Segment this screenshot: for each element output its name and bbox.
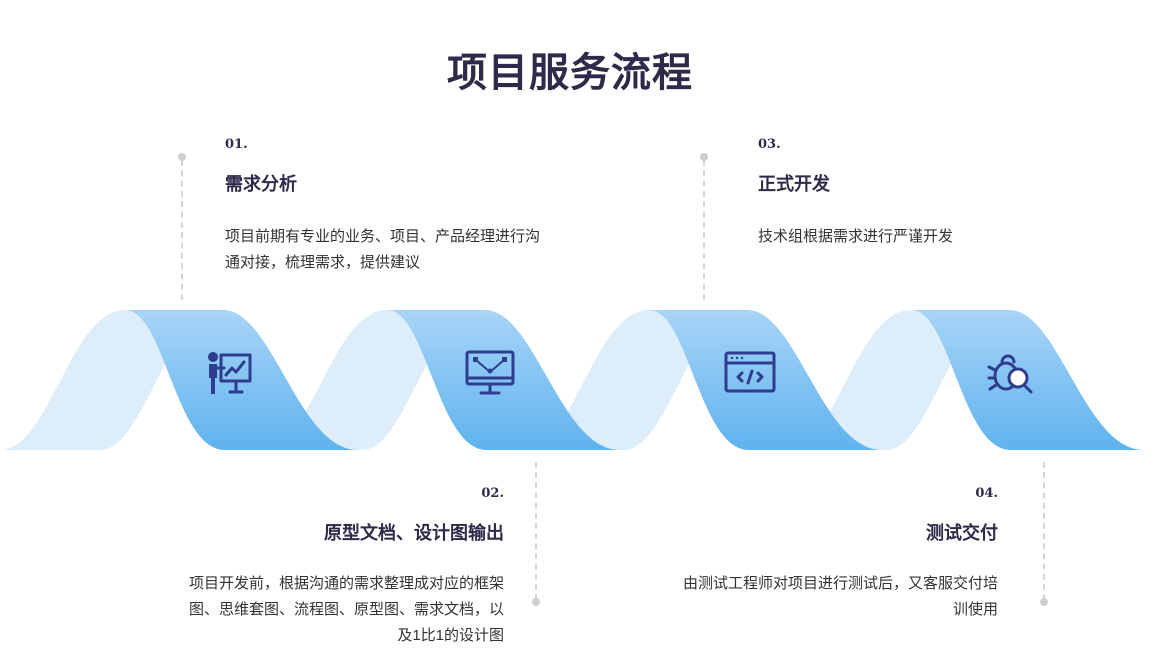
ribbon-dark-segment [649, 310, 882, 450]
ribbon-dark-segment [387, 310, 620, 450]
connector-line-step-4 [1043, 462, 1045, 600]
presentation-icon [204, 348, 256, 400]
step-4: 04. 测试交付 由测试工程师对项目进行测试后，又客服交付培 训使用 [600, 486, 998, 623]
step-1: 01. 需求分析 项目前期有专业的业务、项目、产品经理进行沟 通对接，梳理需求，… [225, 137, 605, 276]
step-title: 测试交付 [926, 523, 998, 544]
step-number: 03. [758, 137, 781, 152]
connector-dot-step-1 [178, 153, 186, 161]
step-number: 04. [975, 486, 998, 501]
code-window-icon [724, 347, 776, 399]
step-description: 项目前期有专业的业务、项目、产品经理进行沟 通对接，梳理需求，提供建议 [225, 228, 541, 271]
step-2: 02. 原型文档、设计图输出 项目开发前，根据沟通的需求整理成对应的框架 图、思… [100, 486, 504, 649]
page-title: 项目服务流程 [447, 49, 693, 96]
bug-search-icon [986, 348, 1038, 400]
connector-line-step-1 [181, 160, 183, 300]
connector-dot-step-2 [532, 598, 540, 606]
step-description: 由测试工程师对项目进行测试后，又客服交付培 训使用 [682, 575, 998, 618]
step-description: 技术组根据需求进行严谨开发 [758, 228, 954, 245]
connector-dot-step-3 [700, 153, 708, 161]
connector-dot-step-4 [1040, 598, 1048, 606]
connector-line-step-2 [535, 462, 537, 600]
step-3: 03. 正式开发 技术组根据需求进行严谨开发 [758, 137, 1118, 250]
step-number: 01. [225, 137, 248, 152]
step-description: 项目开发前，根据沟通的需求整理成对应的框架 图、思维套图、流程图、原型图、需求文… [188, 575, 504, 644]
step-title: 需求分析 [225, 174, 297, 195]
connector-line-step-3 [703, 160, 705, 300]
step-number: 02. [481, 486, 504, 501]
step-title: 原型文档、设计图输出 [324, 523, 504, 544]
step-title: 正式开发 [758, 174, 830, 195]
vector-design-monitor-icon [464, 348, 516, 400]
